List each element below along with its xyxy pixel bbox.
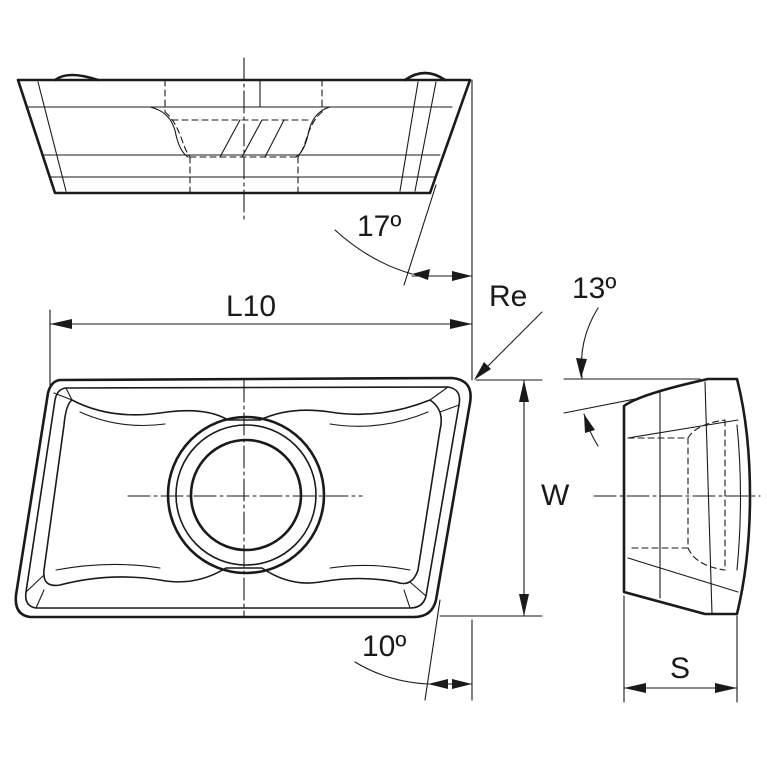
top-view [16, 57, 472, 221]
front-view-hole-inner [189, 438, 303, 552]
top-angle-arc [334, 229, 413, 275]
front-view-corner-facets-top [53, 386, 460, 413]
length-dimension: L10 [49, 290, 473, 386]
clearance-angle-label: 13º [572, 272, 616, 305]
top-view-facet-right-2 [414, 81, 437, 192]
radius-arrowhead [474, 362, 491, 380]
top-view-facet-left [37, 81, 67, 192]
side-view-line-top [627, 419, 739, 439]
top-angle-arrowhead [452, 271, 472, 281]
clearance-arrowhead-bottom [584, 414, 595, 433]
length-arrowhead-left [50, 319, 72, 329]
thickness-arrowhead-left [624, 683, 646, 693]
top-view-bore-chord-2 [241, 119, 263, 158]
side-view [593, 377, 761, 616]
bottom-angle-arrowhead-left [428, 679, 448, 689]
top-view-bore-edge-right [295, 106, 331, 158]
clearance-angle-dimension: 13º [563, 272, 701, 447]
length-label: L10 [226, 290, 276, 323]
bottom-angle-arrowhead-right [452, 679, 472, 689]
side-view-facet-3 [736, 424, 742, 571]
clearance-extension-slanted [563, 397, 641, 414]
top-view-chip-left [53, 73, 100, 82]
radius-label: Re [489, 280, 527, 313]
top-view-chip-right [403, 71, 447, 82]
top-angle-dimension: 17º [334, 79, 473, 301]
width-arrowhead-top [519, 380, 529, 402]
front-view-corner-facets-bottom [25, 574, 427, 609]
thickness-arrowhead-right [715, 683, 737, 693]
top-view-bore-chord-3 [264, 119, 285, 158]
width-dimension: W [439, 379, 570, 617]
top-view-facet-right-1 [399, 81, 419, 192]
front-view [14, 376, 472, 619]
width-arrowhead-bottom [519, 594, 529, 616]
thickness-label: S [670, 652, 690, 685]
front-view-hole-outer [166, 415, 326, 575]
thickness-dimension: S [623, 595, 738, 703]
front-view-rake-contour [43, 399, 443, 587]
bottom-angle-extension [424, 599, 441, 701]
bottom-angle-dimension: 10º [354, 599, 473, 701]
front-view-outline [14, 376, 472, 619]
side-view-outline [622, 377, 752, 616]
side-view-line-bottom [627, 557, 739, 593]
top-angle-extension [403, 184, 437, 286]
clearance-arrowhead-top [576, 358, 587, 378]
bottom-angle-label: 10º [362, 630, 406, 663]
top-view-bore-edge-left [149, 106, 189, 158]
radius-callout: Re [474, 280, 543, 380]
front-view-hole-chamfer [175, 424, 317, 566]
length-arrowhead-right [450, 319, 472, 329]
side-view-facet-2 [704, 381, 713, 615]
top-angle-label: 17º [357, 210, 401, 243]
top-view-bore-chord-1 [219, 119, 241, 158]
bottom-angle-arc [354, 661, 429, 685]
front-view-rake-contour-inner [55, 411, 429, 571]
side-view-hidden-bore [627, 419, 726, 571]
width-label: W [541, 479, 570, 512]
top-angle-arrowhead-2 [412, 269, 430, 280]
